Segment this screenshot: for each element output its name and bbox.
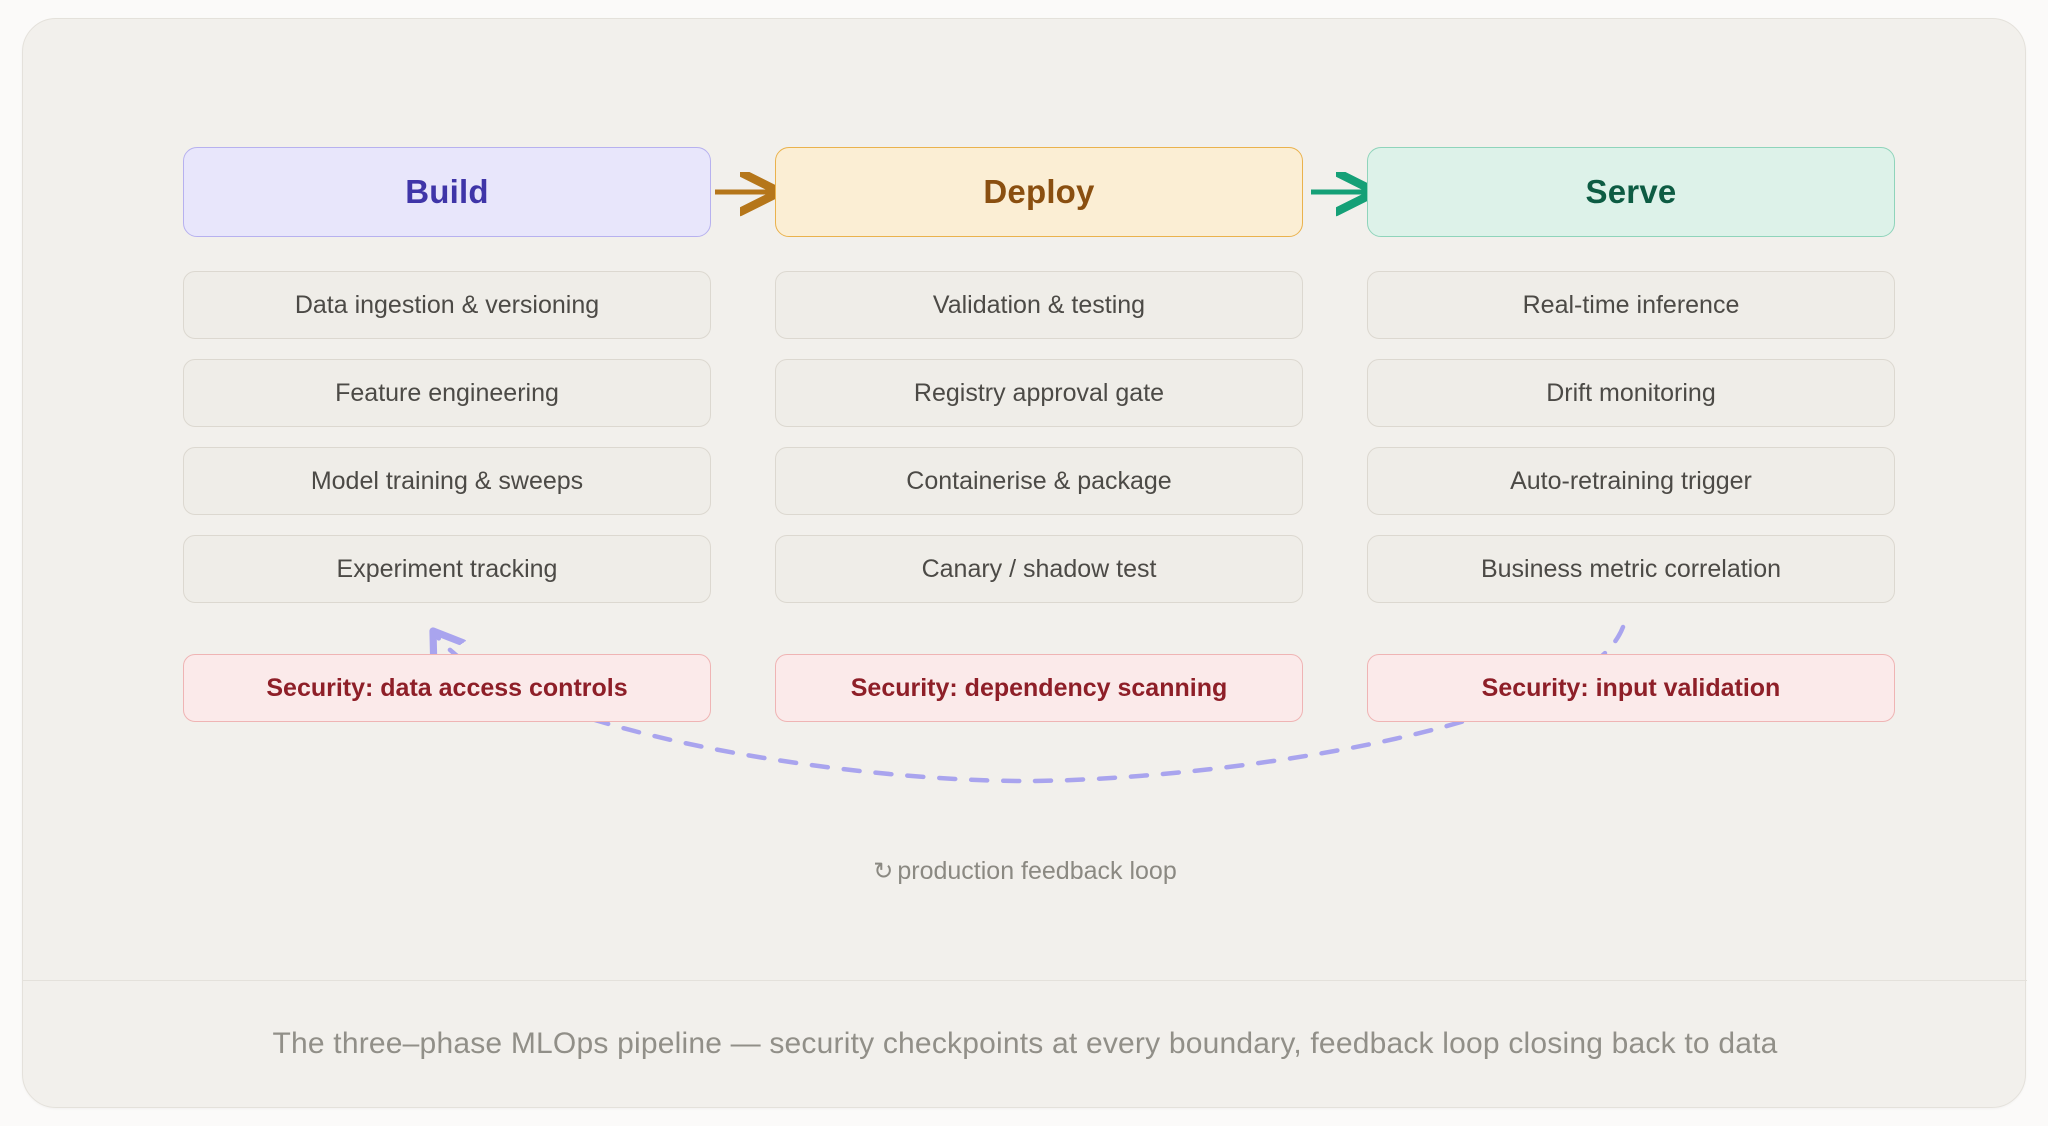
pipeline-diagram: Build Data ingestion & versioning Featur… [23,19,2025,981]
step-chip[interactable]: Feature engineering [183,359,711,427]
diagram-card: Build Data ingestion & versioning Featur… [22,18,2027,1108]
footer-caption-bar: The three–phase MLOps pipeline — securit… [23,980,2027,1107]
step-chip[interactable]: Data ingestion & versioning [183,271,711,339]
phase-header-build[interactable]: Build [183,147,711,237]
security-chip[interactable]: Security: dependency scanning [775,654,1303,722]
pipeline-columns: Build Data ingestion & versioning Featur… [183,147,1895,722]
step-chip[interactable]: Auto-retraining trigger [1367,447,1895,515]
security-chip[interactable]: Security: data access controls [183,654,711,722]
security-chip[interactable]: Security: input validation [1367,654,1895,722]
footer-caption: The three–phase MLOps pipeline — securit… [272,1027,1778,1060]
phase-header-serve[interactable]: Serve [1367,147,1895,237]
pipeline-column-build: Build Data ingestion & versioning Featur… [183,147,711,722]
step-chip[interactable]: Validation & testing [775,271,1303,339]
pipeline-column-deploy: Deploy Validation & testing Registry app… [775,147,1303,722]
step-chip[interactable]: Registry approval gate [775,359,1303,427]
feedback-loop-text: production feedback loop [897,857,1177,885]
pipeline-column-serve: Serve Real-time inference Drift monitori… [1367,147,1895,722]
step-chip[interactable]: Model training & sweeps [183,447,711,515]
step-chip[interactable]: Experiment tracking [183,535,711,603]
step-chip[interactable]: Real-time inference [1367,271,1895,339]
loop-arrow-icon: ↻ [873,858,894,885]
phase-header-deploy[interactable]: Deploy [775,147,1303,237]
step-chip[interactable]: Canary / shadow test [775,535,1303,603]
step-chip[interactable]: Business metric correlation [1367,535,1895,603]
step-chip[interactable]: Drift monitoring [1367,359,1895,427]
feedback-loop-label: ↻production feedback loop [23,857,2027,886]
step-chip[interactable]: Containerise & package [775,447,1303,515]
